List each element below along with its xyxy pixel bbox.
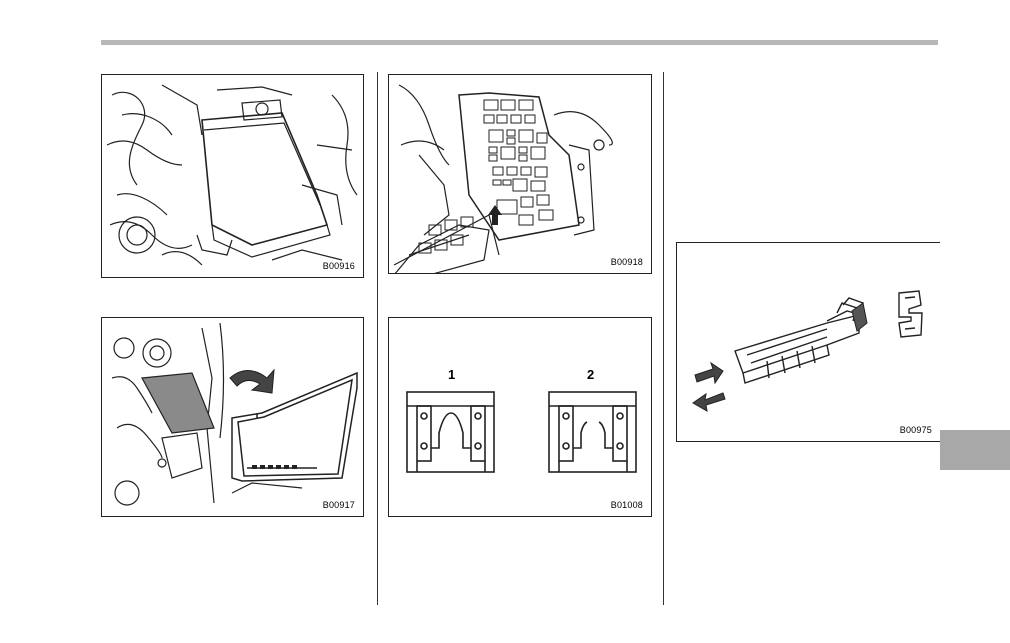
- figure-fuse-comparison: 1 2: [388, 317, 652, 517]
- engine-compartment-illustration: [102, 75, 364, 278]
- figure-engine-fuse-box: B00916: [101, 74, 364, 278]
- fuse-puller-illustration: [677, 243, 940, 442]
- arrow-left-icon: [693, 393, 725, 411]
- header-rule: [101, 40, 938, 45]
- figure-code: B00917: [323, 500, 355, 510]
- figure-code: B00916: [323, 261, 355, 271]
- fuse-puller-tool: [735, 298, 863, 383]
- column-divider-1: [377, 72, 378, 605]
- cover-opening-illustration: [102, 318, 364, 517]
- good-fuse: [407, 392, 494, 472]
- curved-arrow-icon: [230, 370, 274, 393]
- blown-fuse: [549, 392, 636, 472]
- fuse-panel-illustration: [389, 75, 652, 274]
- figure-fuse-panel: B00918: [388, 74, 652, 274]
- arrow-right-icon: [695, 363, 723, 383]
- figure-code: B00918: [611, 257, 643, 267]
- figure-code: B00975: [900, 425, 932, 435]
- fuse-part: [899, 291, 922, 337]
- column-divider-2: [663, 72, 664, 605]
- figure-fuse-puller: B00975: [676, 242, 940, 442]
- chapter-tab: [940, 430, 1010, 470]
- figure-code: B01008: [611, 500, 643, 510]
- fuse-comparison-illustration: [389, 318, 652, 517]
- arrow-up-icon: [488, 205, 502, 225]
- figure-open-cover: B00917: [101, 317, 364, 517]
- shaded-cover: [142, 373, 214, 433]
